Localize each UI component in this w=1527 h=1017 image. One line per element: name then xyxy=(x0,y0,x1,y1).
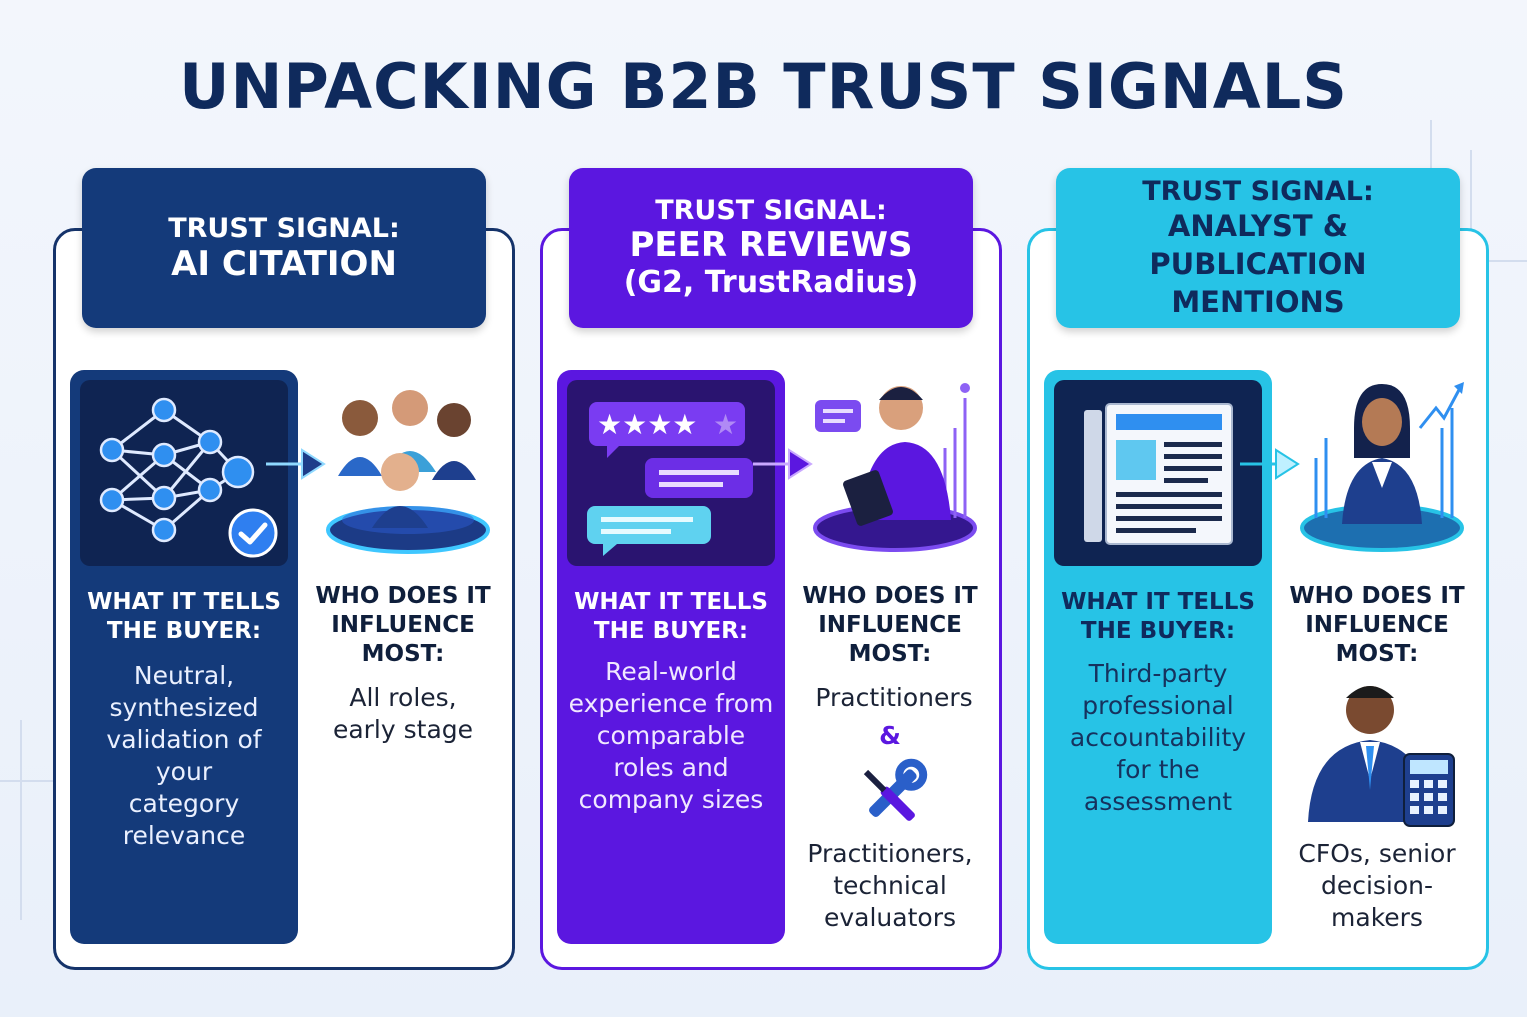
who-ampersand: & xyxy=(879,721,901,750)
who-label: WHO DOES IT INFLUENCE MOST: xyxy=(802,583,978,667)
header-name: ANALYST & PUBLICATION xyxy=(1149,208,1367,281)
what-column-ai-citation: WHAT IT TELLS THE BUYER: Neutral, synthe… xyxy=(70,370,298,944)
who-label: WHO DOES IT INFLUENCE MOST: xyxy=(1289,583,1465,667)
svg-text:★: ★ xyxy=(713,408,738,441)
who-label: WHO DOES IT INFLUENCE MOST: xyxy=(315,583,491,667)
what-label: WHAT IT TELLS THE BUYER: xyxy=(1061,589,1255,644)
header-name: AI CITATION xyxy=(171,243,397,284)
what-column-analyst-mentions: WHAT IT TELLS THE BUYER: Third-party pro… xyxy=(1044,370,1272,944)
header-name: PEER REVIEWS xyxy=(629,224,913,265)
what-label: WHAT IT TELLS THE BUYER: xyxy=(574,589,768,644)
header-analyst-mentions: TRUST SIGNAL: ANALYST & PUBLICATION MENT… xyxy=(1056,168,1460,328)
header-kicker: TRUST SIGNAL: xyxy=(655,194,887,226)
icon-tile xyxy=(80,380,288,566)
connector-arrow-icon xyxy=(1240,448,1300,480)
checkmark-icon xyxy=(228,508,278,558)
what-label: WHAT IT TELLS THE BUYER: xyxy=(87,589,281,644)
what-description: Real-world experience from comparable ro… xyxy=(568,657,774,814)
who-description: CFOs, senior decision-makers xyxy=(1298,839,1456,932)
review-bubbles-icon: ★★★★ ★ xyxy=(587,402,753,556)
header-peer-reviews: TRUST SIGNAL: PEER REVIEWS (G2, TrustRad… xyxy=(569,168,973,328)
svg-text:★★★★: ★★★★ xyxy=(597,408,697,441)
header-name-sub: (G2, TrustRadius) xyxy=(623,264,919,300)
connector-arrow-icon xyxy=(753,448,813,480)
bg-line xyxy=(0,780,60,782)
header-kicker: TRUST SIGNAL: xyxy=(1142,175,1374,207)
header-kicker: TRUST SIGNAL: xyxy=(168,212,400,244)
page-title: UNPACKING B2B TRUST SIGNALS xyxy=(179,50,1348,123)
icon-tile xyxy=(1054,380,1262,566)
what-column-peer-reviews: ★★★★ ★ WHAT IT TELLS THE BUYER: Real-wor… xyxy=(557,370,785,944)
what-description: Neutral, synthesized validation of your … xyxy=(106,661,262,850)
neural-network-icon xyxy=(99,397,255,543)
what-description: Third-party professional accountability … xyxy=(1069,659,1247,816)
wrench-screwdriver-icon xyxy=(863,758,928,821)
who-description-secondary: Practitioners, technical evaluators xyxy=(807,839,973,932)
header-name-sub: MENTIONS xyxy=(1171,284,1345,319)
person-tablet-icon xyxy=(813,383,977,552)
newspaper-icon xyxy=(1084,403,1233,545)
header-ai-citation: TRUST SIGNAL: AI CITATION xyxy=(82,168,486,328)
connector-arrow-icon xyxy=(266,448,326,480)
people-group-icon xyxy=(326,390,490,554)
who-description-primary: Practitioners xyxy=(815,683,973,712)
businessman-calculator-icon xyxy=(1308,686,1455,827)
who-description: All roles, early stage xyxy=(332,683,474,744)
icon-tile: ★★★★ ★ xyxy=(567,380,775,566)
bg-line xyxy=(20,720,22,920)
executive-woman-icon xyxy=(1300,382,1464,552)
